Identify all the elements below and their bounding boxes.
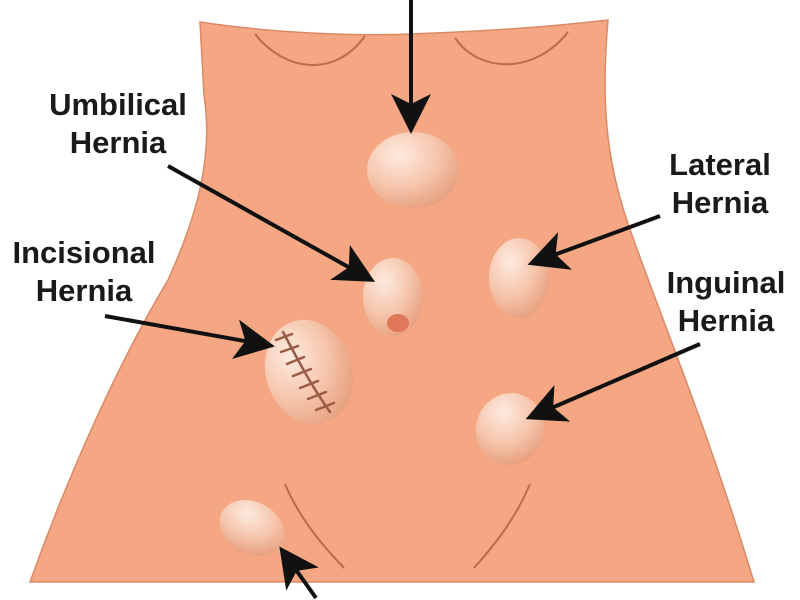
umbilical-hernia-bulge xyxy=(363,258,423,336)
incisional-hernia-bulge xyxy=(264,319,354,425)
surgical-stitches xyxy=(274,330,336,414)
lateral-label-line2: Hernia xyxy=(671,185,769,220)
incisional-label-line2: Hernia xyxy=(35,273,133,308)
lateral-hernia-bulge xyxy=(489,238,549,318)
femoral-arrow xyxy=(279,546,319,600)
incisional-label-line1: Incisional xyxy=(12,235,156,270)
umbilical-hernia-label: Umbilical Hernia xyxy=(34,86,202,162)
navel xyxy=(387,314,409,332)
inguinal-label-line2: Hernia xyxy=(677,303,775,338)
inguinal-hernia-label: Inguinal Hernia xyxy=(654,264,798,340)
lateral-hernia-label: Lateral Hernia xyxy=(652,146,788,222)
incisional-arrow xyxy=(104,314,275,360)
right-groin-line xyxy=(473,483,531,569)
umbilical-label-line2: Hernia xyxy=(69,125,167,160)
lateral-arrow xyxy=(527,214,661,270)
lateral-label-line1: Lateral xyxy=(669,147,771,182)
right-chest-contour xyxy=(454,31,569,66)
left-groin-line xyxy=(284,483,345,569)
inguinal-arrow xyxy=(525,342,701,422)
left-chest-contour xyxy=(254,33,366,67)
umbilical-arrow xyxy=(167,164,375,282)
umbilical-label-line1: Umbilical xyxy=(49,87,187,122)
femoral-hernia-bulge xyxy=(219,500,285,556)
epigastric-hernia-bulge xyxy=(367,132,459,208)
inguinal-label-line1: Inguinal xyxy=(666,265,786,300)
incisional-hernia-label: Incisional Hernia xyxy=(0,234,168,310)
